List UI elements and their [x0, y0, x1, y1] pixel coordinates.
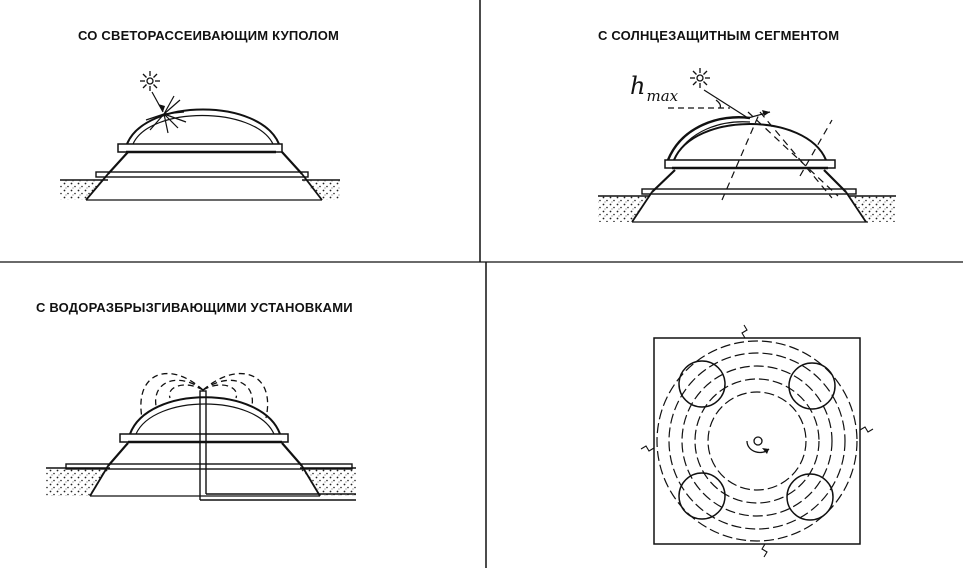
ground-right — [300, 467, 356, 496]
sprinkler-circles — [678, 360, 836, 521]
ground-left — [598, 195, 650, 222]
water-pipe — [199, 390, 356, 501]
ground-left — [60, 179, 108, 200]
sun-icon — [690, 68, 710, 88]
water-spray — [140, 373, 269, 419]
sun-protection-segment — [666, 116, 751, 161]
hmax-subscript: max — [646, 87, 679, 105]
panel-title-water-sprinklers: С ВОДОРАЗБРЫЗГИВАЮЩИМИ УСТАНОВКАМИ — [36, 300, 353, 315]
hmax-letter: h — [630, 72, 646, 100]
panel-water-sprinklers — [46, 373, 356, 501]
panel-diffusing-dome — [60, 71, 340, 201]
rotation-arrow-icon — [746, 436, 770, 454]
scattered-light-rays — [145, 91, 187, 134]
curb — [85, 151, 323, 201]
curb — [631, 169, 867, 223]
dashed-sun-rays — [721, 111, 839, 201]
dome — [673, 123, 827, 161]
concentric-dashed-rings — [656, 340, 858, 542]
plan-outline — [653, 337, 861, 545]
panel-title-diffusing-dome: СО СВЕТОРАССЕИВАЮЩИМ КУПОЛОМ — [78, 28, 340, 43]
diffusing-dome — [126, 108, 280, 145]
sun-angle-annotation — [668, 89, 771, 119]
panel-plan-view — [640, 324, 874, 558]
curb — [65, 442, 353, 497]
ground-left — [46, 467, 110, 496]
sun-icon — [140, 71, 160, 91]
ground-right — [302, 179, 340, 200]
dome — [129, 396, 281, 435]
hmax-label: hmax — [630, 72, 678, 105]
panel-title-sun-segment: С СОЛНЦЕЗАЩИТНЫМ СЕГМЕНТОМ — [598, 28, 840, 43]
panel-sun-segment — [598, 68, 896, 223]
ground-right — [848, 195, 896, 222]
section-marks — [640, 324, 874, 558]
